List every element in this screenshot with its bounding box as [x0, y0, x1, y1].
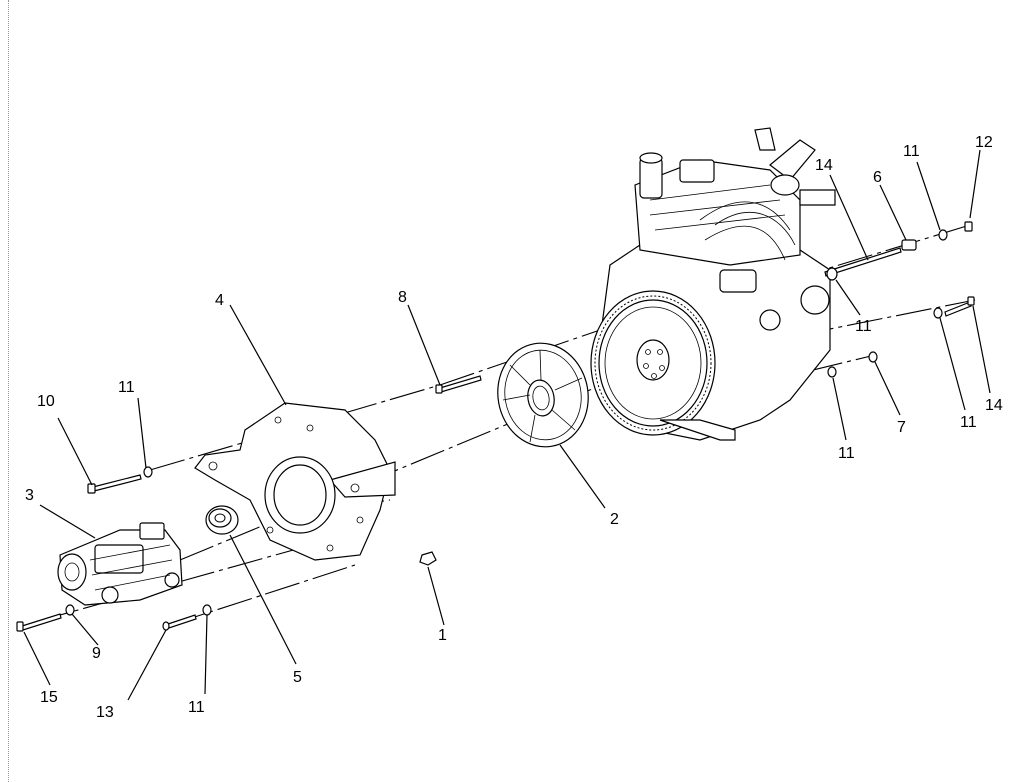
- callout-8: 8: [398, 289, 407, 306]
- flex-plate-part-2: [497, 342, 589, 448]
- callout-4: 4: [215, 292, 224, 309]
- callout-11-upper-left: 11: [118, 379, 135, 396]
- callout-11-lower-left: 11: [188, 699, 205, 716]
- callout-11-engine-side: 11: [855, 318, 872, 335]
- callout-11-top-right: 11: [903, 143, 920, 160]
- callout-13: 13: [96, 704, 114, 721]
- callout-10: 10: [37, 393, 55, 410]
- page-edge-dotted-line: [8, 0, 9, 782]
- hydraulic-pump-part-3: [57, 522, 183, 606]
- fastener-hardware: [16, 221, 975, 632]
- adapter-housing-part-4: [194, 402, 396, 561]
- callout-7: 7: [897, 419, 906, 436]
- callout-3: 3: [25, 487, 34, 504]
- callout-labels: 1 2 3 4 5 6 7 8 9 10 11 11 11 11 11 11 1…: [25, 134, 1003, 721]
- leader-lines: [23, 149, 991, 701]
- callout-2: 2: [610, 511, 619, 528]
- callout-6: 6: [873, 169, 882, 186]
- callout-14-top: 14: [815, 157, 833, 174]
- callout-11-bottom-right: 11: [838, 445, 855, 462]
- callout-11-far-right: 11: [960, 414, 977, 431]
- coupling-hub-part-5: [205, 505, 239, 535]
- callout-5: 5: [293, 669, 302, 686]
- callout-1: 1: [438, 627, 447, 644]
- callout-14-right: 14: [985, 397, 1003, 414]
- callout-15: 15: [40, 689, 58, 706]
- callout-12: 12: [975, 134, 993, 151]
- callout-9: 9: [92, 645, 101, 662]
- engine-assembly: [590, 127, 836, 441]
